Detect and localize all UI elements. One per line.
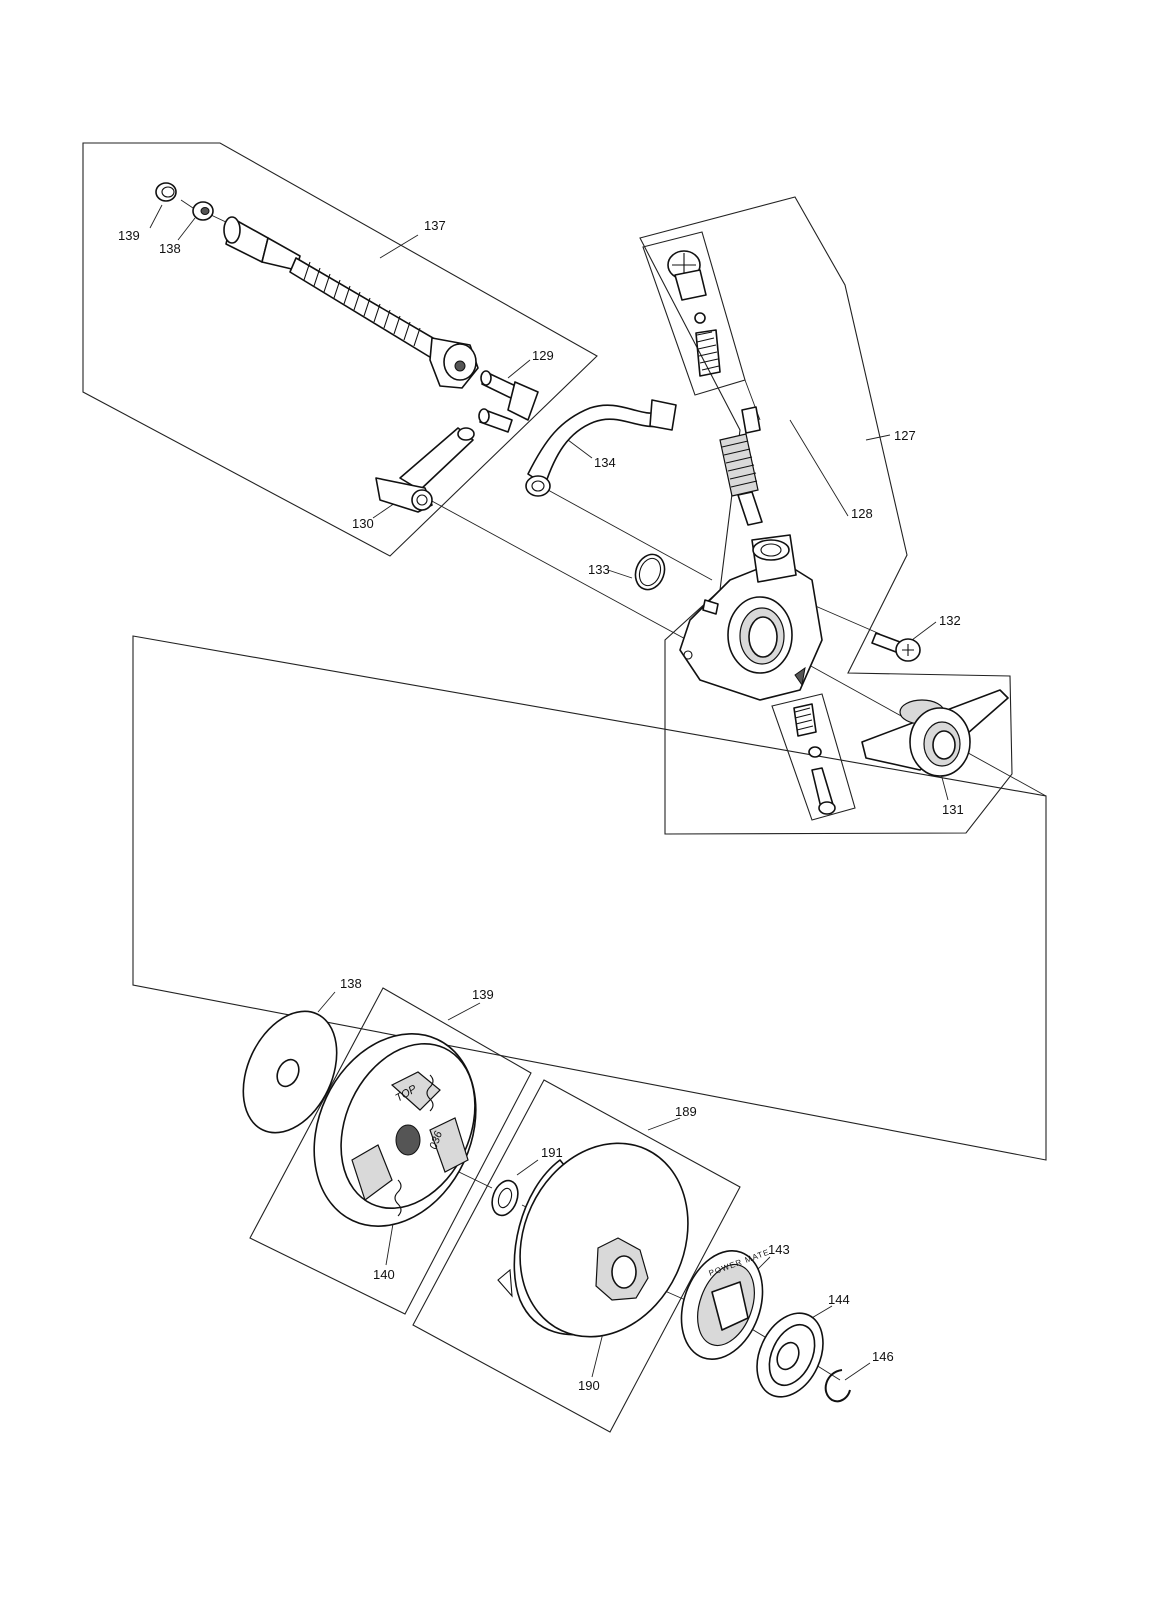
leader-139: [447, 1002, 481, 1021]
label-189: 189: [675, 1104, 697, 1119]
label-127: 127: [894, 428, 916, 443]
leader-138: [317, 991, 336, 1013]
part-138-washer: [242, 1010, 338, 1134]
clutch-assembly-frame: [132, 635, 1047, 1161]
leader-128: [789, 419, 849, 517]
part-127-check-valve: [793, 703, 836, 815]
label-138: 138: [340, 976, 362, 991]
label-143: 143: [768, 1242, 790, 1257]
check-valve-inset-frame: [771, 693, 856, 821]
label-190: 190: [578, 1378, 600, 1393]
axis-line-130-pump: [429, 499, 701, 648]
part-137-seal-ring: [155, 182, 177, 202]
leader-127: [865, 434, 891, 441]
part-190-sprocket-hub: [595, 1237, 649, 1301]
leader-133: [607, 569, 633, 579]
part-135-worm-shaft: [223, 216, 479, 389]
part-132-screw: [871, 632, 921, 662]
label-191: 191: [541, 1145, 563, 1160]
part-128-pump-worm-gear: [719, 406, 763, 526]
part-139-clutch-shoes: TOP 036: [313, 1033, 477, 1227]
label-132: 132: [939, 613, 961, 628]
leader-130: [372, 502, 396, 519]
label-144: 144: [828, 1292, 850, 1307]
part-128-adjusting-screw: [667, 250, 721, 377]
part-127-oil-pump-housing: [679, 534, 823, 701]
label-140: 140: [373, 1267, 395, 1282]
part-130-oil-pickup-tube: [375, 427, 475, 513]
label-136: 138: [159, 241, 181, 256]
leader-135: [379, 234, 419, 259]
leader-137: [149, 204, 163, 229]
oil-pump-shaft-group-frame: [82, 142, 598, 557]
part-146-e-clip: [824, 1369, 851, 1403]
clutch-drum-group-frame: [412, 1079, 741, 1433]
part-134-oil-hose: [525, 399, 677, 497]
leader-191: [516, 1159, 539, 1176]
part-133-o-ring: [634, 553, 666, 591]
label-146: 146: [872, 1349, 894, 1364]
label-137: 139: [118, 228, 140, 243]
leader-189: [647, 1117, 681, 1131]
label-134: 134: [594, 455, 616, 470]
leader-129: [507, 359, 531, 379]
label-129: 129: [532, 348, 554, 363]
leader-134: [567, 439, 593, 459]
label-128: 128: [851, 506, 873, 521]
leader-132: [911, 621, 937, 641]
label-139: 139: [472, 987, 494, 1002]
part-143-rim-sprocket: POWER MATE: [680, 1248, 771, 1361]
leader-136: [177, 217, 196, 241]
part-129-nozzle-fitting: [478, 370, 539, 433]
axis-line-137-136: [180, 199, 194, 209]
part-131-driven-worm: [861, 689, 1009, 777]
part-136-bushing: [192, 201, 214, 221]
label-130: 130: [352, 516, 374, 531]
label-133: 133: [588, 562, 610, 577]
leader-146: [844, 1362, 871, 1381]
axis-line-134-pump: [547, 489, 713, 581]
part-191-washer: [491, 1179, 519, 1217]
part-144-washer: [756, 1312, 824, 1398]
label-131: 131: [942, 802, 964, 817]
clutch-shoe-group-frame: [249, 987, 532, 1315]
label-135: 137: [424, 218, 446, 233]
